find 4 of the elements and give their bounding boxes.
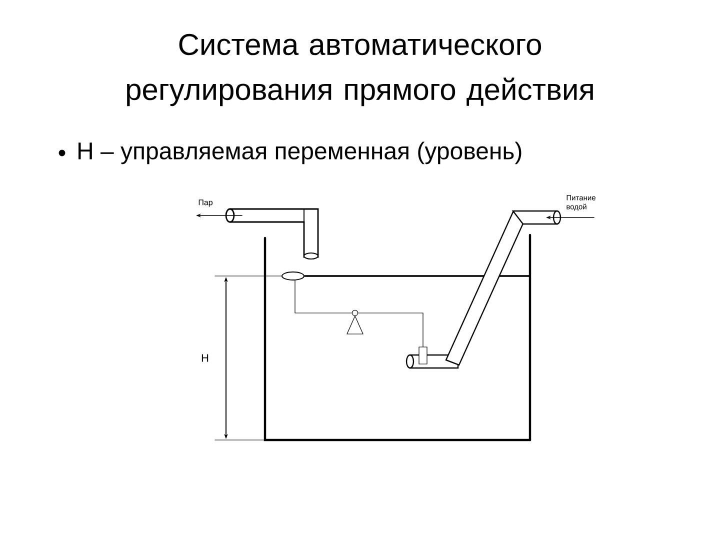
label: Н (202, 354, 208, 362)
label: Пар (198, 200, 213, 207)
title: Система автоматического регулирования прямого действия (127, 34, 593, 106)
bullet-text: Н – управляемая переменная (уровень) (78, 142, 522, 164)
